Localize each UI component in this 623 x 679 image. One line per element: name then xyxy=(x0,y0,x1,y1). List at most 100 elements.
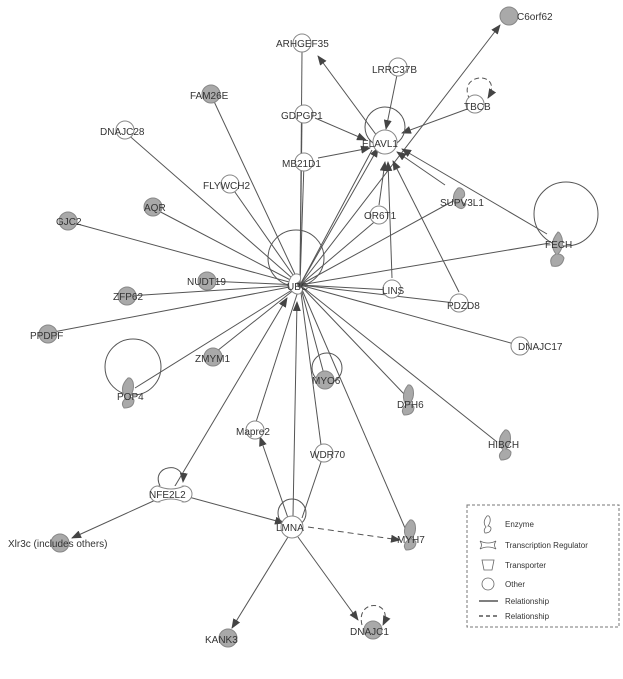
node-gdpgp1[interactable] xyxy=(294,104,314,124)
label-arhgef35: ARHGEF35 xyxy=(276,39,329,50)
edge-fech-elavl1 xyxy=(401,148,548,235)
edge-ubc-pdzd8 xyxy=(299,284,456,304)
node-zmym1[interactable] xyxy=(203,347,223,367)
label-gdpgp1: GDPGP1 xyxy=(281,111,323,122)
label-dnajc28: DNAJC28 xyxy=(100,127,145,138)
labels: UBC ELAVL1 LMNA C6orf62 ARHGEF35 LRRC37B… xyxy=(8,12,572,646)
legend-label-relationship-dashed: Relationship xyxy=(505,612,550,621)
legend-other: Other xyxy=(481,577,525,591)
edge-ubc-zmym1 xyxy=(211,284,301,356)
label-tbcb: TBCB xyxy=(464,102,491,113)
edge-ubc-gdpgp1 xyxy=(299,117,303,286)
edge-lmna-dnajc1 xyxy=(297,536,359,621)
label-supv3l1: SUPV3L1 xyxy=(440,198,484,209)
node-pdzd8[interactable] xyxy=(449,293,469,313)
edge-lmna-ubc xyxy=(292,301,301,517)
label-c6orf62: C6orf62 xyxy=(517,12,553,23)
node-ppdpf[interactable] xyxy=(38,324,58,344)
node-fech[interactable] xyxy=(550,231,565,267)
edge-lmna-wdr70 xyxy=(301,461,322,519)
edge-ubc-ppdpf xyxy=(47,284,301,334)
edge-mb21d1-elavl1 xyxy=(317,145,371,159)
node-fam26e[interactable] xyxy=(201,84,221,104)
loop-nfe2l2 xyxy=(157,467,188,487)
label-aqr: AQR xyxy=(144,203,166,214)
label-myo6: MYO6 xyxy=(312,376,341,387)
edge-ubc-pop4 xyxy=(134,284,301,389)
node-kank3[interactable] xyxy=(218,628,238,648)
label-ppdpf: PPDPF xyxy=(30,331,63,342)
legend-transcription-regulator: Transcription Regulator xyxy=(479,540,588,550)
legend-label-enzyme: Enzyme xyxy=(505,520,534,529)
label-mapre2: Mapre2 xyxy=(236,427,270,438)
edge-pdzd8-elavl1 xyxy=(392,160,460,293)
edge-ubc-supv3l1 xyxy=(299,199,456,286)
edge-nfe2l2-lmna xyxy=(184,495,285,525)
label-xlr3c: Xlr3c (includes others) xyxy=(8,539,107,550)
node-aqr[interactable] xyxy=(143,197,163,217)
legend-relationship-dashed: Relationship xyxy=(479,612,550,621)
node-mapre2[interactable] xyxy=(245,420,265,440)
edge-nfe2l2-xlr3c xyxy=(71,497,161,539)
legend-label-transcription-regulator: Transcription Regulator xyxy=(505,541,588,550)
label-zmym1: ZMYM1 xyxy=(195,354,230,365)
node-pop4[interactable] xyxy=(121,377,135,409)
node-supv3l1[interactable] xyxy=(452,187,467,210)
edge-ubc-arhgef35-arrow xyxy=(317,55,381,141)
node-zfp62[interactable] xyxy=(117,286,137,306)
node-myh7[interactable] xyxy=(403,519,417,551)
label-hibch: HIBCH xyxy=(488,440,519,451)
label-fech: FECH xyxy=(545,240,572,251)
edge-ubc-zfp62 xyxy=(127,284,301,297)
transcription-regulator-icon xyxy=(479,540,497,550)
edge-ubc-lins xyxy=(299,284,393,291)
node-hibch[interactable] xyxy=(498,429,512,461)
label-mb21d1: MB21D1 xyxy=(282,159,321,170)
node-lrrc37b[interactable] xyxy=(388,57,408,77)
node-mb21d1[interactable] xyxy=(294,152,314,172)
legend-relationship-solid: Relationship xyxy=(479,597,550,606)
nodes xyxy=(38,6,565,648)
node-xlr3c[interactable] xyxy=(50,533,70,553)
loop-dnajc1 xyxy=(360,605,391,626)
edge-ubc-aqr xyxy=(152,207,301,286)
edge-ubc-dnajc28 xyxy=(124,131,301,286)
label-flywch2: FLYWCH2 xyxy=(203,181,250,192)
node-wdr70[interactable] xyxy=(314,443,334,463)
node-myo6[interactable] xyxy=(315,370,335,390)
node-gjc2[interactable] xyxy=(58,211,78,231)
node-dnajc28[interactable] xyxy=(115,120,135,140)
node-tbcb[interactable] xyxy=(465,94,485,114)
label-gjc2: GJC2 xyxy=(56,217,82,228)
label-ubc: UBC xyxy=(287,282,308,293)
edge-gdpgp1-elavl1 xyxy=(314,117,367,141)
node-or6t1[interactable] xyxy=(369,205,389,225)
transporter-icon xyxy=(481,559,495,571)
node-nfe2l2[interactable] xyxy=(149,485,193,503)
node-dnajc17[interactable] xyxy=(510,336,530,356)
node-ubc[interactable] xyxy=(288,273,304,295)
label-fam26e: FAM26E xyxy=(190,91,229,102)
edge-lins-elavl1 xyxy=(384,161,393,279)
edge-ubc-elavl1-b xyxy=(299,149,373,286)
label-dph6: DPH6 xyxy=(397,400,424,411)
edge-lmna-kank3 xyxy=(231,536,289,629)
label-myh7: MYH7 xyxy=(397,535,425,546)
edge-ubc-myh7 xyxy=(299,284,406,529)
node-nudt19[interactable] xyxy=(197,271,217,291)
label-nudt19: NUDT19 xyxy=(187,277,226,288)
node-elavl1[interactable] xyxy=(372,129,398,155)
edge-ubc-mb21d1 xyxy=(299,162,305,286)
edge-ubc-dnajc17 xyxy=(299,284,519,346)
node-dph6[interactable] xyxy=(401,384,415,416)
node-dnajc1[interactable] xyxy=(363,620,383,640)
node-flywch2[interactable] xyxy=(220,174,240,194)
node-c6orf62[interactable] xyxy=(499,6,519,26)
node-arhgef35[interactable] xyxy=(292,33,312,53)
node-lins[interactable] xyxy=(382,279,402,299)
node-lmna[interactable] xyxy=(280,515,304,539)
edge-ubc-or6t1 xyxy=(299,217,380,286)
label-nfe2l2: NFE2L2 xyxy=(149,490,186,501)
